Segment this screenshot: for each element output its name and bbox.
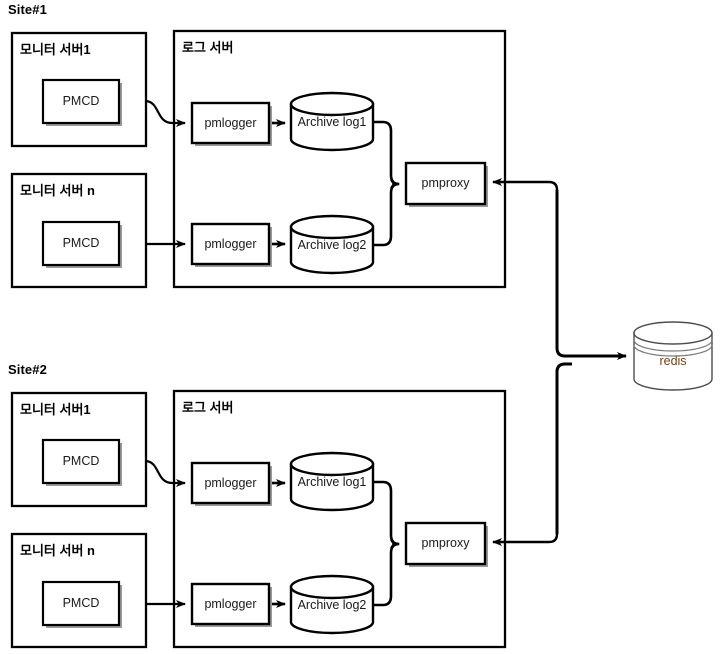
container-log-server-site1	[172, 29, 507, 289]
node-archive-log2-site1[interactable]	[289, 214, 375, 275]
container-monitor-server-1-site2	[10, 391, 148, 508]
node-archive-log1-site2[interactable]	[289, 451, 375, 512]
edge-trunk-pmproxy-site1	[492, 178, 559, 191]
node-archive-log2-site2[interactable]	[289, 574, 375, 635]
node-pmlogger-upper-site1[interactable]	[190, 101, 271, 145]
group-title-monitor-server-n-site1: 모니터 서버 n	[20, 183, 95, 198]
node-archive-log1-site1[interactable]	[289, 91, 375, 152]
node-pmlogger-lower-site1[interactable]	[190, 222, 271, 266]
group-title-monitor-server-n-site2: 모니터 서버 n	[20, 543, 95, 558]
node-pmlogger-upper-site2[interactable]	[190, 461, 271, 505]
group-title-monitor-server-1-site1: 모니터 서버1	[20, 42, 91, 57]
group-title-monitor-server-1-site2: 모니터 서버1	[20, 402, 91, 417]
edge-archive2-pmproxy-site2	[373, 540, 400, 607]
site-label-2: Site#2	[8, 362, 47, 377]
node-pmlogger-lower-site2[interactable]	[190, 582, 271, 626]
edge-trunk-to-redis-upper	[555, 190, 627, 360]
node-redis-datastore[interactable]	[633, 321, 713, 391]
node-pmproxy-site1[interactable]	[404, 161, 487, 206]
group-title-log-server-site1: 로그 서버	[182, 40, 234, 55]
edge-trunk-to-redis-lower	[555, 362, 572, 534]
group-title-log-server-site2: 로그 서버	[182, 400, 234, 415]
node-pmcd-site1-server1[interactable]	[41, 78, 121, 125]
edge-trunk-pmproxy-site2	[492, 533, 559, 546]
edge-archive2-pmproxy-site1	[373, 180, 400, 247]
node-pmproxy-site2[interactable]	[404, 521, 487, 566]
node-pmcd-site2-servern[interactable]	[41, 580, 121, 627]
node-pmcd-site1-servern[interactable]	[41, 220, 121, 267]
node-pmcd-site2-server1[interactable]	[41, 438, 121, 485]
container-log-server-site2	[172, 389, 507, 649]
site-label-1: Site#1	[8, 2, 47, 17]
